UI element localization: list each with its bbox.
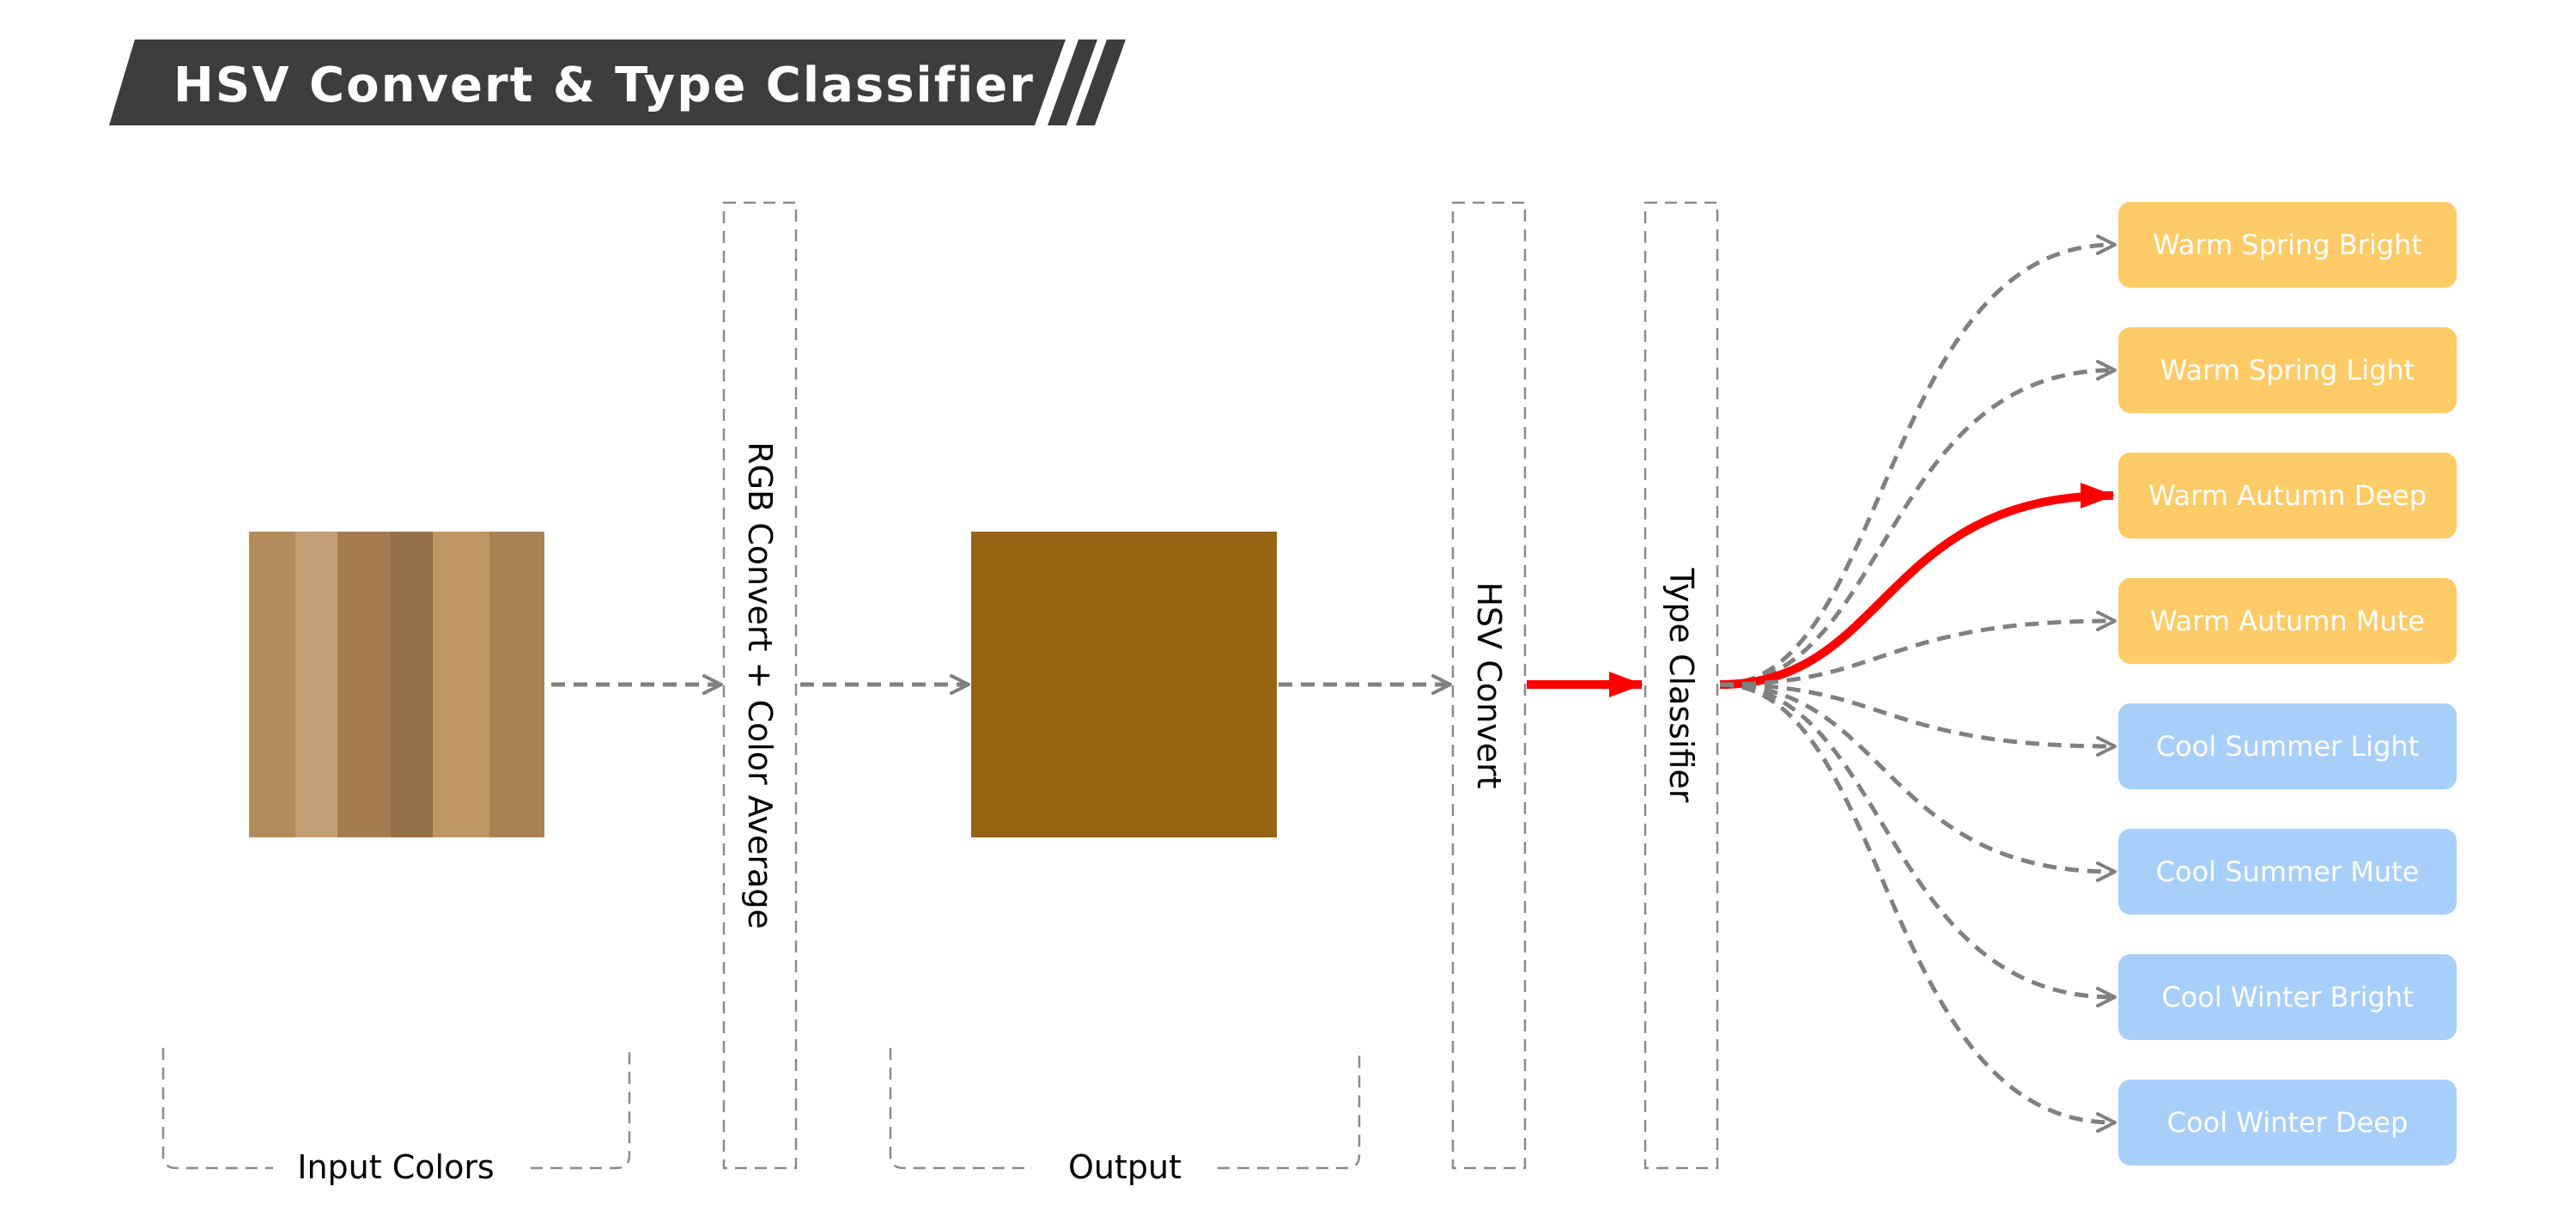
type-classifier-box — [1643, 201, 1719, 1170]
title-banner: HSV Convert & Type Classifier — [109, 40, 1126, 125]
fan-arrow — [1719, 682, 2117, 757]
output-bracket: Output — [889, 1048, 1361, 1186]
title-stripe-2 — [1076, 40, 1126, 125]
output-label: Output — [1068, 1148, 1182, 1186]
rgb-average-node: RGB Convert + Color Average — [722, 201, 798, 1170]
rgb-average-box — [722, 201, 798, 1170]
class-box-bg — [2118, 202, 2457, 288]
hsv-convert-box — [1451, 201, 1527, 1170]
class-box-warm-autumn-deep: Warm Autumn Deep — [2118, 453, 2457, 539]
class-label: Warm Spring Light — [2160, 354, 2415, 386]
hsv-convert-node: HSV Convert — [1451, 201, 1527, 1170]
fan-arrow — [1719, 682, 2117, 1007]
class-box-cool-winter-bright: Cool Winter Bright — [2118, 954, 2457, 1040]
input-swatch-stripe — [489, 532, 544, 837]
fan-arrow — [1719, 234, 2117, 687]
fan-arrow — [1719, 682, 2117, 1133]
fan-arrow-selected — [1719, 483, 2115, 689]
input-swatch-stripe — [433, 532, 489, 837]
class-label: Cool Summer Mute — [2156, 855, 2420, 888]
class-box-cool-winter-deep: Cool Winter Deep — [2118, 1080, 2457, 1165]
class-label: Cool Winter Bright — [2161, 981, 2413, 1013]
class-box-warm-spring-light: Warm Spring Light — [2118, 327, 2457, 413]
input-swatch-stripe — [295, 532, 337, 837]
input-swatch-stripe — [337, 532, 391, 837]
class-box-cool-summer-mute: Cool Summer Mute — [2118, 829, 2457, 915]
class-box-bg — [2118, 1080, 2457, 1165]
class-box-bg — [2118, 453, 2457, 539]
class-label: Warm Spring Bright — [2153, 228, 2422, 261]
input-colors-bracket: Input Colors — [161, 1048, 631, 1186]
class-label: Cool Summer Light — [2156, 730, 2419, 763]
page-title: HSV Convert & Type Classifier — [173, 58, 1035, 113]
class-box-bg — [2118, 954, 2457, 1040]
input-colors-label: Input Colors — [297, 1148, 494, 1186]
input-swatch-stripe — [249, 532, 295, 837]
input-swatches — [249, 532, 544, 837]
input-swatch-stripe — [391, 532, 433, 837]
class-label: Warm Autumn Deep — [2148, 479, 2427, 512]
fan-arrow — [1719, 611, 2117, 687]
class-box-bg — [2118, 703, 2457, 789]
output-swatch — [971, 532, 1277, 837]
hsv-convert-label: HSV Convert — [1470, 581, 1508, 788]
type-classifier-label: Type Classifier — [1662, 568, 1700, 803]
class-label: Warm Autumn Mute — [2150, 605, 2425, 637]
class-box-bg — [2118, 578, 2457, 664]
class-box-warm-autumn-mute: Warm Autumn Mute — [2118, 578, 2457, 664]
class-label: Cool Winter Deep — [2167, 1106, 2409, 1139]
class-box-bg — [2118, 829, 2457, 915]
rgb-average-label: RGB Convert + Color Average — [741, 441, 779, 929]
class-box-bg — [2118, 327, 2457, 413]
type-classifier-node: Type Classifier — [1643, 201, 1719, 1170]
title-stripe-1 — [1048, 40, 1097, 125]
class-box-warm-spring-bright: Warm Spring Bright — [2118, 202, 2457, 288]
classifier-fan-arrows — [1719, 234, 2117, 1133]
fan-arrow — [1719, 682, 2117, 882]
title-bar — [109, 40, 1066, 125]
class-box-cool-summer-light: Cool Summer Light — [2118, 703, 2457, 789]
